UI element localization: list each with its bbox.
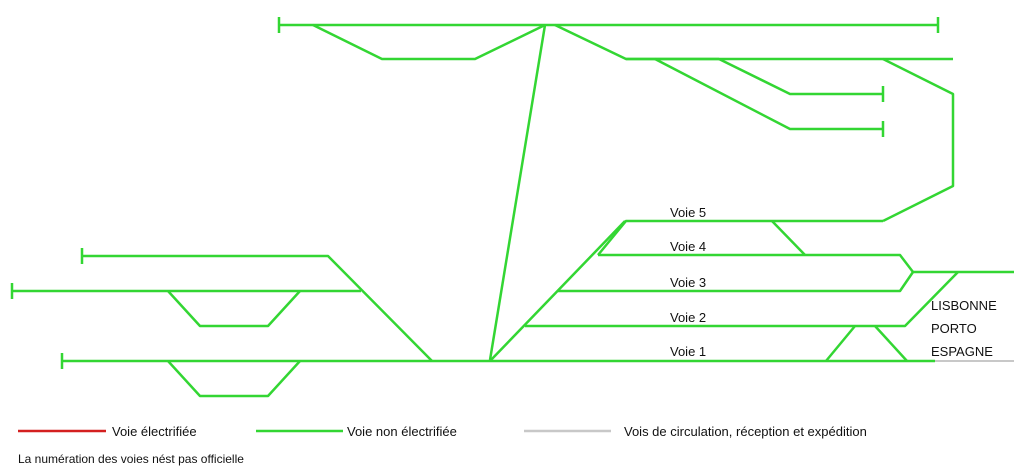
label-voie-5: Voie 5 — [670, 205, 706, 220]
upper-branch — [554, 23, 953, 61]
destination-espagne: ESPAGNE — [931, 344, 993, 359]
label-voie-4: Voie 4 — [670, 239, 706, 254]
left-yard — [10, 248, 433, 398]
crossover — [771, 220, 806, 256]
left-loop-upper — [167, 290, 301, 328]
legend-label-non-electrified: Voie non électrifiée — [347, 424, 457, 439]
track-voie-3 — [558, 271, 915, 293]
station-tracks — [60, 219, 1014, 369]
label-voie-1: Voie 1 — [670, 344, 706, 359]
legend: Voie électrifiée Voie non électrifiée Vo… — [18, 424, 867, 439]
label-voie-3: Voie 3 — [670, 275, 706, 290]
legend-label-circulation: Vois de circulation, réception et expédi… — [624, 424, 867, 439]
destination-lisbonne: LISBONNE — [931, 298, 997, 313]
destination-porto: PORTO — [931, 321, 977, 336]
label-voie-2: Voie 2 — [670, 310, 706, 325]
track-voie-5 — [597, 219, 883, 256]
crossover — [825, 325, 856, 362]
legend-label-electrified: Voie électrifiée — [112, 424, 197, 439]
switch-fan — [489, 220, 626, 362]
upper-yard — [277, 17, 955, 361]
upper-loop — [312, 23, 546, 61]
left-siding-upper — [82, 254, 433, 362]
left-loop-lower — [167, 360, 301, 398]
siding-lower — [654, 57, 883, 131]
track-labels: Voie 5 Voie 4 Voie 3 Voie 2 Voie 1 — [670, 205, 706, 359]
track-voie-4 — [598, 253, 914, 273]
return-curve — [882, 57, 955, 223]
crossover — [874, 325, 908, 362]
track-voie-2 — [525, 271, 959, 328]
connecting-track — [488, 24, 547, 361]
destination-labels: LISBONNE PORTO ESPAGNE — [931, 298, 997, 359]
siding-upper — [718, 57, 883, 96]
footnote: La numération des voies nést pas officie… — [18, 452, 244, 466]
